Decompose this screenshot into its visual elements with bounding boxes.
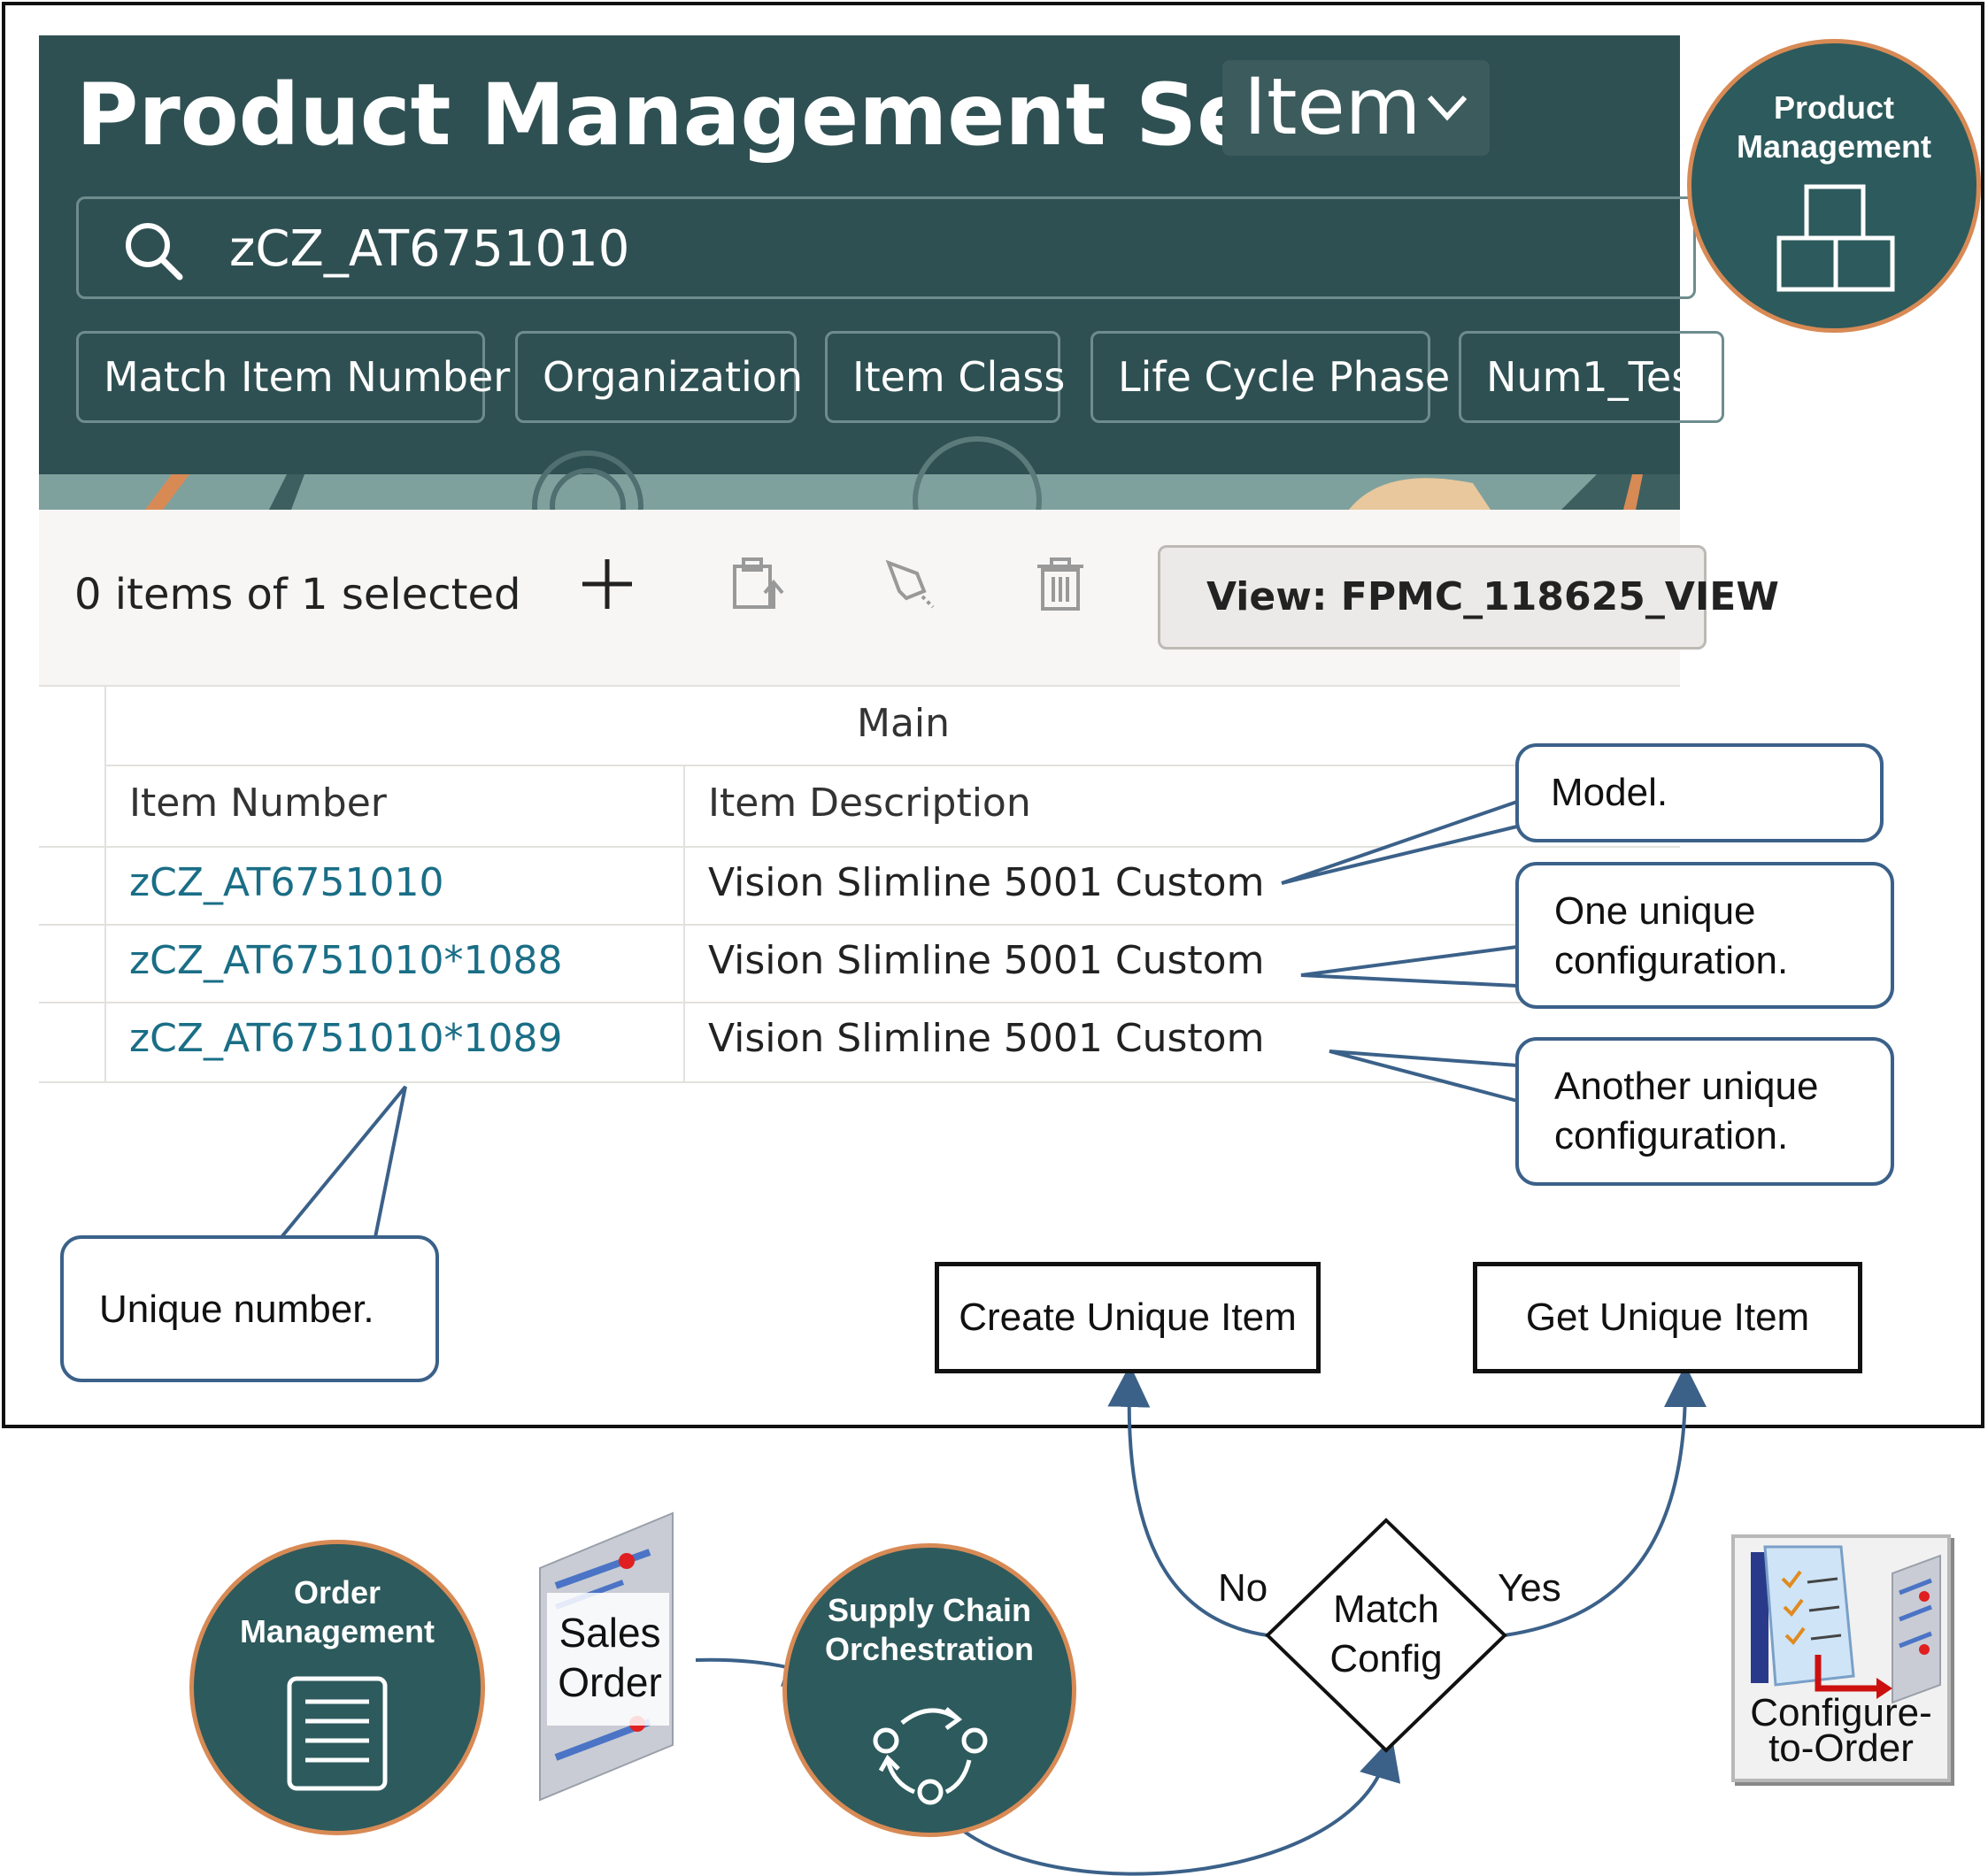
delete-icon[interactable] — [1032, 556, 1089, 612]
view-button[interactable]: View: FPMC_118625_VIEW — [1158, 545, 1779, 650]
boxes-icon — [1776, 184, 1895, 292]
model-callout: Model. — [1515, 743, 1884, 842]
get-unique-item-box: Get Unique Item — [1473, 1262, 1862, 1373]
configure-to-order-icon — [1751, 1545, 1941, 1704]
no-branch-arrow — [1107, 1365, 1268, 1637]
callout-text-line2: configuration. — [1554, 1114, 1789, 1157]
order-management-circle: Order Management — [189, 1540, 485, 1835]
filter-chip-item-class[interactable]: Item Class — [825, 331, 1065, 423]
item-number-link[interactable]: zCZ_AT6751010*1089 — [129, 1016, 563, 1061]
supply-chain-label-line2: Orchestration — [824, 1631, 1035, 1667]
decision-label-line2: Config — [1329, 1637, 1443, 1680]
item-description: Vision Slimline 5001 Custom — [708, 938, 1265, 983]
search-header: Product Management Search Item zCZ_AT675… — [39, 35, 1724, 565]
another-unique-callout-pointer — [1329, 1049, 1518, 1103]
column-header-item-number[interactable]: Item Number — [129, 780, 387, 826]
results-toolbar: 0 items of 1 selected View: FPMC_118625_… — [39, 510, 1779, 685]
supply-chain-label-line1: Supply Chain — [827, 1592, 1031, 1628]
add-icon[interactable] — [579, 556, 636, 612]
filter-chip-life-cycle-phase[interactable]: Life Cycle Phase — [1090, 331, 1450, 423]
search-type-select[interactable]: Item — [1222, 60, 1490, 156]
no-branch-label: No — [1218, 1566, 1268, 1610]
create-unique-item-box: Create Unique Item — [935, 1262, 1321, 1373]
sales-order-document-icon — [539, 1511, 674, 1802]
another-unique-config-callout: Another unique configuration. — [1515, 1037, 1894, 1186]
supply-chain-to-decision-arrow — [936, 1737, 1401, 1876]
search-type-value: Item — [1244, 61, 1422, 152]
yes-branch-arrow — [1504, 1365, 1707, 1637]
cycle-icon — [873, 1707, 988, 1805]
search-value: zCZ_AT6751010 — [229, 220, 630, 278]
search-input[interactable]: zCZ_AT6751010 — [76, 196, 1696, 299]
decision-diamond — [1265, 1518, 1507, 1753]
item-number-link[interactable]: zCZ_AT6751010*1088 — [129, 938, 563, 983]
search-icon — [126, 223, 183, 281]
product-management-badge: Product Management — [1687, 39, 1981, 333]
export-icon[interactable] — [729, 556, 786, 612]
highlight-icon[interactable] — [882, 556, 938, 612]
unique-number-callout-pointer — [280, 1085, 407, 1239]
yes-branch-label: Yes — [1498, 1566, 1561, 1610]
configure-to-order-label-line1: Configure- — [1750, 1691, 1932, 1734]
configure-to-order-panel: Configure- to-Order — [1731, 1534, 1951, 1782]
callout-text-line1: One unique — [1554, 889, 1756, 933]
decorative-banner — [39, 436, 1680, 565]
badge-label-line1: Product — [1773, 89, 1894, 126]
order-management-label-line1: Order — [293, 1574, 381, 1611]
unique-number-callout: Unique number. — [60, 1235, 439, 1382]
callout-text-line2: configuration. — [1554, 939, 1789, 982]
column-header-item-description[interactable]: Item Description — [708, 780, 1031, 826]
order-management-label-line2: Management — [239, 1613, 435, 1649]
configure-to-order-label-line2: to-Order — [1768, 1726, 1914, 1770]
filter-chip-num1-test[interactable]: Num1_Tes — [1459, 331, 1724, 423]
item-description: Vision Slimline 5001 Custom — [708, 1016, 1265, 1061]
model-callout-pointer — [1281, 800, 1518, 885]
chevron-down-icon — [1427, 95, 1468, 121]
filter-chip-match-item-number[interactable]: Match Item Number — [76, 331, 510, 423]
item-number-link[interactable]: zCZ_AT6751010 — [129, 860, 444, 905]
supply-chain-orchestration-circle: Supply Chain Orchestration — [782, 1543, 1076, 1837]
badge-label-line2: Management — [1736, 128, 1932, 165]
decision-label-line1: Match — [1333, 1588, 1439, 1631]
model-callout-text: Model. — [1551, 771, 1668, 814]
callout-text-line1: Another unique — [1554, 1065, 1819, 1108]
document-icon — [287, 1676, 388, 1791]
one-unique-callout-pointer — [1300, 945, 1518, 988]
filter-chip-organization[interactable]: Organization — [515, 331, 803, 423]
selection-status: 0 items of 1 selected — [74, 570, 521, 619]
column-group-main: Main — [857, 701, 951, 746]
one-unique-config-callout: One unique configuration. — [1515, 862, 1894, 1009]
sales-order-label-line2: Order — [558, 1659, 662, 1705]
item-description: Vision Slimline 5001 Custom — [708, 860, 1265, 905]
results-table: Main Item Number Item Description zCZ_AT… — [39, 685, 1680, 1083]
unique-number-callout-text: Unique number. — [99, 1288, 374, 1331]
sales-order-label-line1: Sales — [559, 1610, 661, 1656]
